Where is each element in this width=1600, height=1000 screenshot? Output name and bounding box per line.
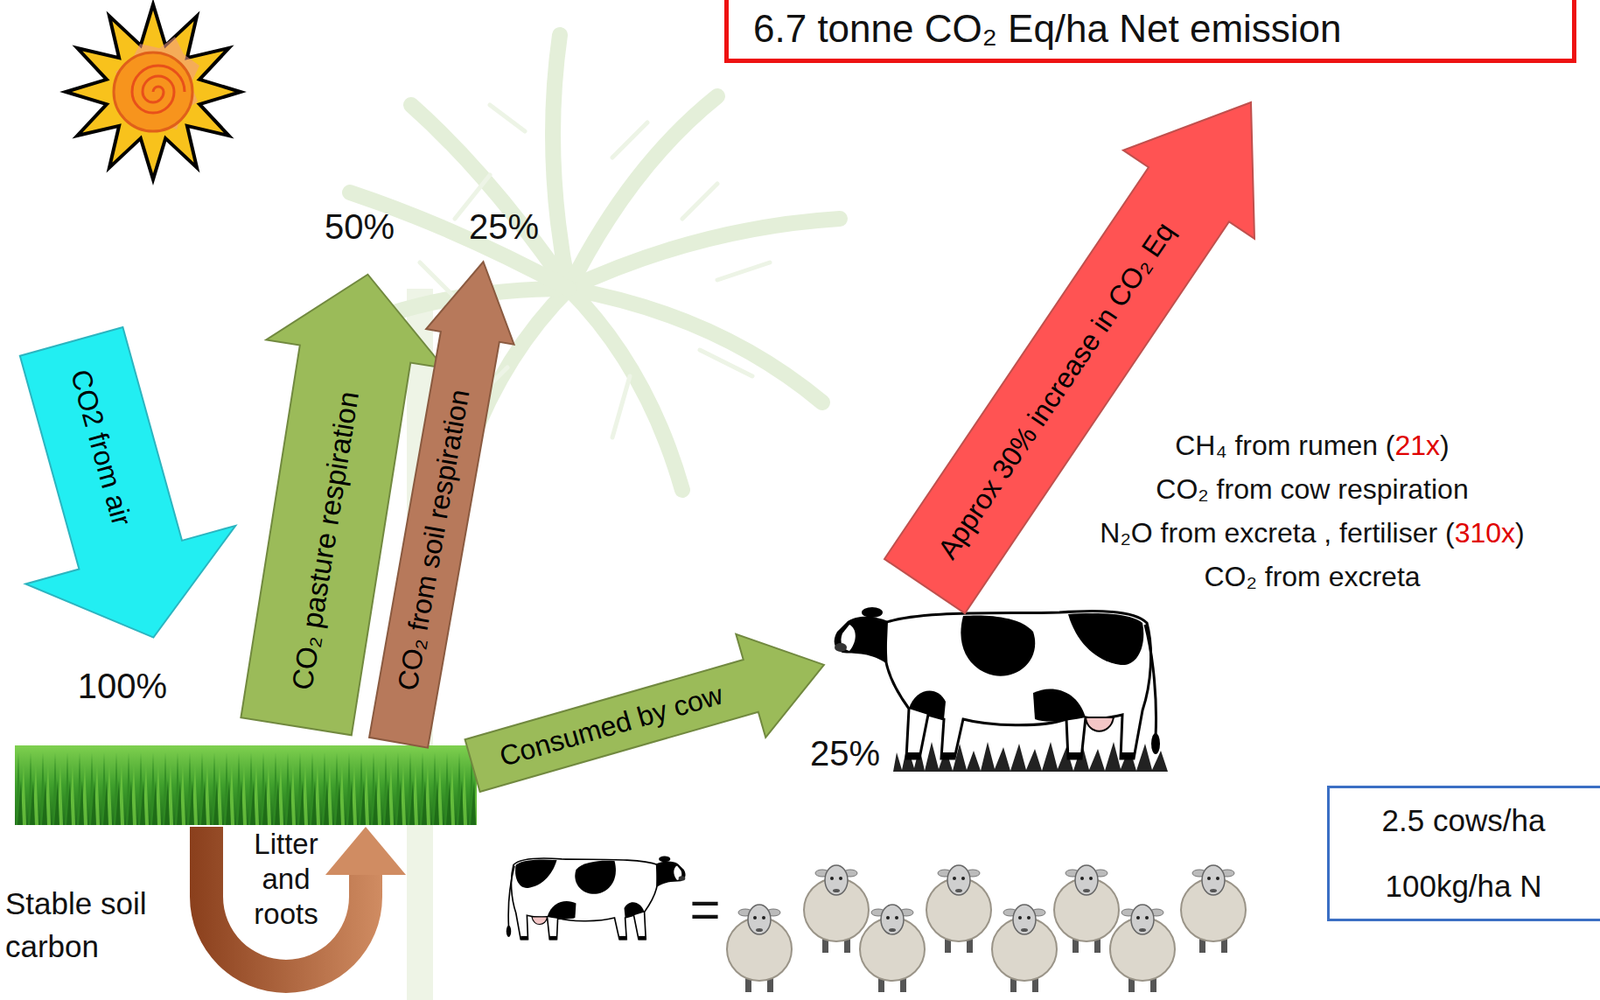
flow-arrow: CO2 from air xyxy=(0,310,259,667)
emission-box: 6.7 tonne CO₂ Eq/ha Net emission xyxy=(724,0,1577,63)
arrow-label: Approx 30% increase in CO₂ Eq xyxy=(931,216,1181,564)
litter-loop-arrow xyxy=(189,826,406,993)
arrow-fill xyxy=(354,253,527,750)
source-line: CO₂ from excreta xyxy=(1099,554,1524,599)
palm-watermark xyxy=(341,34,840,1000)
arrow-label: CO₂ pasture respiration xyxy=(286,389,365,692)
arrow-shape xyxy=(0,310,259,667)
soil-label: Stable soil carbon xyxy=(5,881,189,968)
source-text: CH₄ from rumen ( xyxy=(1174,429,1395,462)
arrow-label: Consumed by cow xyxy=(496,678,727,772)
source-line: CH₄ from rumen (21x) xyxy=(1099,423,1524,468)
arrow-fill xyxy=(0,312,259,667)
sun-icon xyxy=(65,4,241,180)
small-cow xyxy=(506,856,686,941)
percent-label: = xyxy=(689,880,720,939)
source-line: N₂O from excreta , fertiliser (310x) xyxy=(1099,510,1524,555)
pasture-grass xyxy=(14,745,477,825)
source-text: CO₂ from cow respiration xyxy=(1155,473,1468,505)
arrow-text-band: CO2 from air xyxy=(19,326,182,569)
source-text: CO₂ from excreta xyxy=(1203,560,1420,593)
source-text: N₂O from excreta , fertiliser ( xyxy=(1099,517,1454,549)
arrow-label: CO₂ from soil respiration xyxy=(392,387,476,693)
source-line: CO₂ from cow respiration xyxy=(1099,467,1524,511)
cycle-label: Litter and roots xyxy=(233,826,339,932)
dairy-cow xyxy=(834,607,1168,772)
stocking-box: 2.5 cows/ha 100kg/ha N xyxy=(1327,785,1600,922)
percent-label: 100% xyxy=(77,666,168,706)
box-text: 6.7 tonne CO₂ Eq/ha Net emission xyxy=(753,6,1342,52)
arrow-fill xyxy=(457,612,839,817)
multiplier: 21x xyxy=(1395,429,1441,462)
flow-arrow: Consumed by cow xyxy=(456,611,840,818)
percent-label: 25% xyxy=(468,207,539,246)
emission-sources: CH₄ from rumen (21x) CO₂ from cow respira… xyxy=(1099,423,1524,599)
source-text: ) xyxy=(1515,517,1525,549)
percent-label: 25% xyxy=(810,733,881,773)
multiplier: 310x xyxy=(1454,517,1516,549)
sheep-group xyxy=(726,865,1246,993)
percent-label: 50% xyxy=(324,207,395,246)
box-text: 100kg/ha N xyxy=(1384,868,1542,904)
source-text: ) xyxy=(1439,429,1450,462)
arrow-label: CO2 from air xyxy=(63,365,137,529)
box-text: 2.5 cows/ha xyxy=(1382,803,1546,839)
